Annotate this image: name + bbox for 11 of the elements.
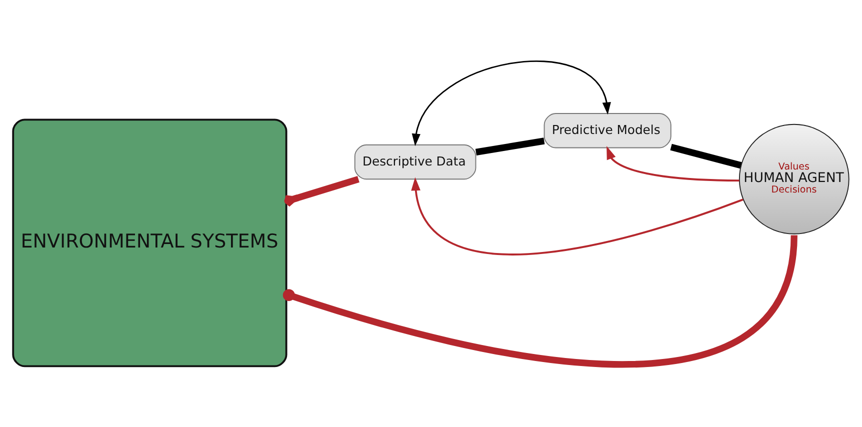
connector [282, 234, 798, 368]
node-circle: Values HUMAN AGENT Decisions [738, 124, 850, 234]
connector [475, 138, 545, 156]
arrow [411, 177, 744, 256]
arrow [412, 60, 611, 146]
node-box: ENVIRONMENTAL SYSTEMS [12, 118, 288, 368]
connector [282, 176, 360, 208]
arrow [606, 146, 740, 182]
connector [670, 144, 742, 169]
node-box: Predictive Models [544, 113, 672, 148]
node-box: Descriptive Data [354, 144, 476, 180]
